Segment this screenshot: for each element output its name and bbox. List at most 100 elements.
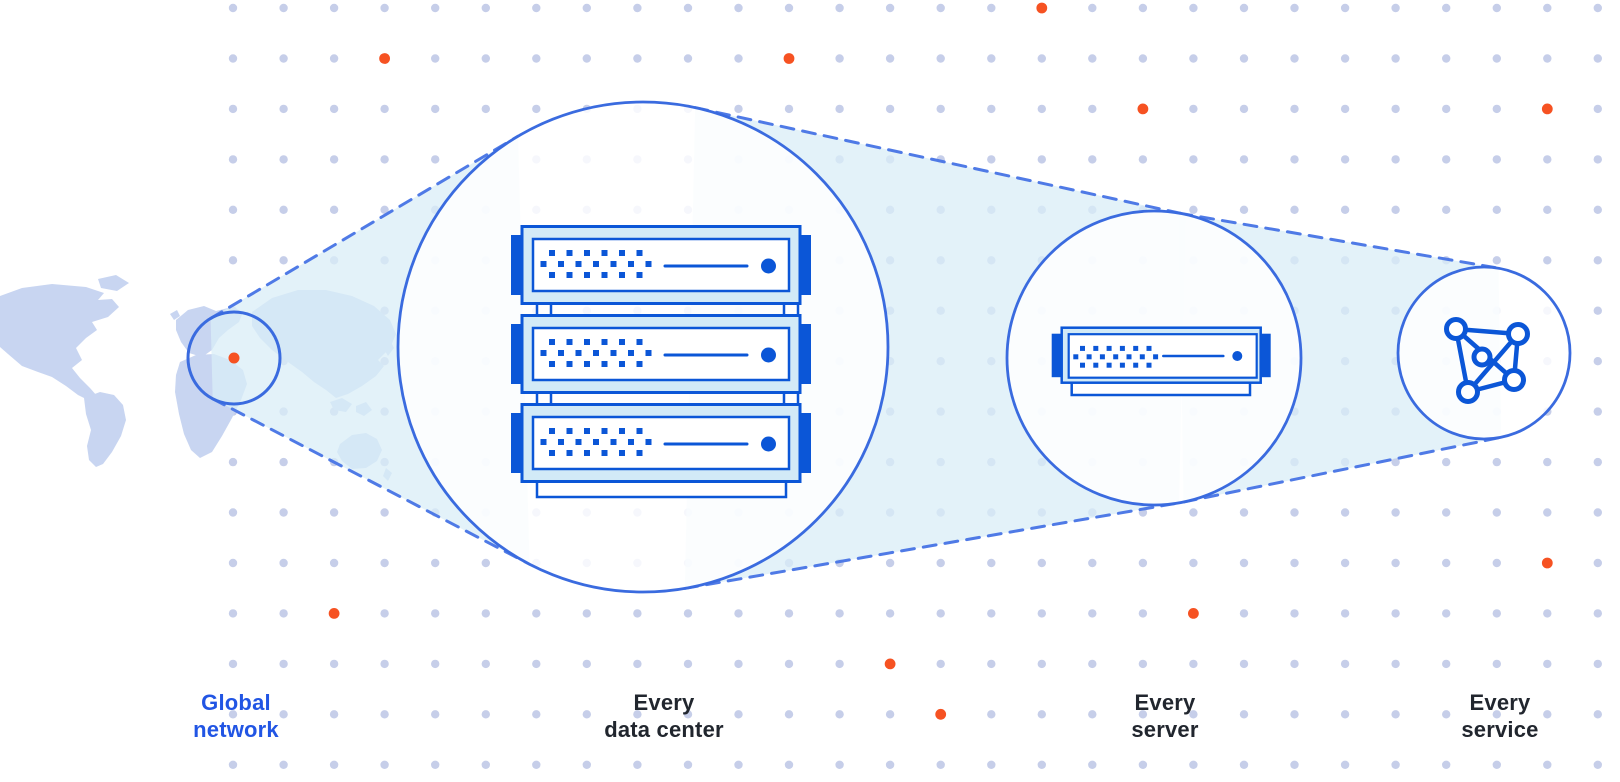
grid-dot xyxy=(228,104,238,114)
server-unit-1 xyxy=(509,225,813,305)
grid-dot xyxy=(1543,155,1552,164)
grid-dot xyxy=(1138,659,1148,669)
grid-dot xyxy=(1239,760,1249,769)
grid-dot xyxy=(835,104,844,114)
grid-dot xyxy=(734,760,743,769)
grid-dot xyxy=(228,659,238,669)
grid-dot xyxy=(1037,609,1047,618)
grid-dot xyxy=(329,710,339,719)
grid-dot xyxy=(987,710,996,719)
grid-dot xyxy=(1088,558,1097,568)
grid-dot xyxy=(1290,659,1299,669)
grid-dot xyxy=(1391,155,1400,164)
grid-dot xyxy=(1543,256,1552,265)
grid-dot xyxy=(1543,760,1552,769)
grid-dot xyxy=(987,54,996,63)
grid-dot xyxy=(279,558,288,568)
grid-dot xyxy=(1543,205,1552,214)
grid-dot xyxy=(1442,508,1451,517)
grid-dot xyxy=(329,760,339,769)
grid-dot xyxy=(1391,457,1400,467)
grid-dot xyxy=(279,3,288,13)
grid-dot xyxy=(329,54,339,63)
grid-dot xyxy=(1290,760,1299,769)
grid-dot xyxy=(279,609,288,618)
grid-dot xyxy=(1391,760,1400,769)
grid-dot xyxy=(532,710,541,719)
continent-south-america xyxy=(84,392,126,467)
grid-dot xyxy=(1138,558,1148,568)
grid-dot xyxy=(329,205,339,214)
grid-dot xyxy=(1391,508,1400,517)
grid-dot-orange xyxy=(1541,557,1553,569)
grid-dot xyxy=(228,710,238,719)
grid-dot xyxy=(936,609,945,618)
grid-dot xyxy=(1290,54,1299,63)
grid-dot xyxy=(633,760,642,769)
grid-dot xyxy=(885,3,895,13)
grid-dot xyxy=(532,609,541,618)
grid-dot xyxy=(987,3,996,13)
grid-dot xyxy=(1593,306,1603,315)
grid-dot xyxy=(1442,155,1451,164)
grid-dot xyxy=(582,659,591,669)
grid-dot xyxy=(987,558,996,568)
grid-dot xyxy=(1340,760,1350,769)
grid-dot xyxy=(1492,710,1502,719)
grid-dot xyxy=(1088,609,1097,618)
grid-dot xyxy=(1189,205,1198,214)
grid-dot xyxy=(835,3,844,13)
grid-dot xyxy=(582,54,591,63)
grid-dot xyxy=(1543,508,1552,517)
grid-dot xyxy=(228,558,238,568)
grid-dot xyxy=(987,609,996,618)
grid-dot xyxy=(1543,54,1552,63)
grid-dot xyxy=(1442,760,1451,769)
grid-dot xyxy=(329,104,339,114)
grid-dot xyxy=(1492,3,1502,13)
grid-dot xyxy=(633,3,642,13)
grid-dot xyxy=(1340,558,1350,568)
grid-dot xyxy=(380,155,389,164)
grid-dot xyxy=(987,104,996,114)
label-line: server xyxy=(1131,717,1199,742)
server-unit-3 xyxy=(509,403,813,483)
grid-dot xyxy=(784,3,794,13)
grid-dot xyxy=(1492,256,1502,265)
grid-dot-orange xyxy=(783,53,795,64)
grid-dot xyxy=(633,54,642,63)
label-line: Every xyxy=(1469,690,1531,715)
grid-dot xyxy=(1442,710,1451,719)
grid-dot xyxy=(431,558,440,568)
grid-dot xyxy=(1391,659,1400,669)
grid-dot xyxy=(481,104,490,114)
grid-dot xyxy=(1340,659,1350,669)
grid-dot xyxy=(1492,457,1502,467)
grid-dot xyxy=(1442,659,1451,669)
grid-dot xyxy=(279,659,288,669)
grid-dot xyxy=(1442,457,1451,467)
grid-dot xyxy=(1593,54,1603,63)
grid-dot xyxy=(1239,104,1249,114)
grid-dot xyxy=(431,710,440,719)
grid-dot xyxy=(734,710,743,719)
grid-dot xyxy=(1391,54,1400,63)
label-line: Every xyxy=(633,690,695,715)
continent-north-america xyxy=(0,284,119,401)
grid-dot xyxy=(1492,760,1502,769)
grid-dot xyxy=(936,104,945,114)
label-every-server: Every server xyxy=(1131,689,1198,743)
grid-dot-orange xyxy=(935,708,947,720)
grid-dot xyxy=(633,710,642,719)
globe-focus-circle xyxy=(186,310,282,406)
island-uk xyxy=(170,310,180,320)
label-every-service: Every service xyxy=(1461,689,1538,743)
grid-dot xyxy=(1290,710,1299,719)
label-every-data-center: Every data center xyxy=(604,689,724,743)
grid-dot xyxy=(683,609,693,618)
grid-dot xyxy=(228,54,238,63)
grid-dot xyxy=(987,760,996,769)
grid-dot xyxy=(481,659,490,669)
grid-dot xyxy=(380,710,389,719)
grid-dot xyxy=(1593,256,1603,265)
